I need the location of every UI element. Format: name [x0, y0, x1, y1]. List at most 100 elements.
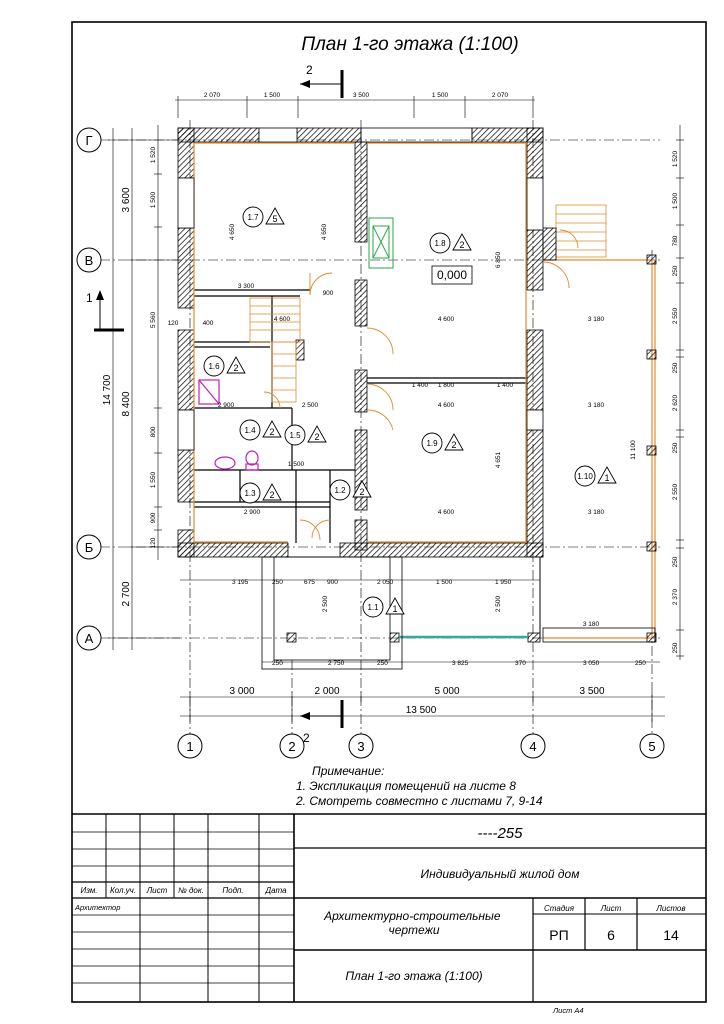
windows [177, 127, 544, 451]
dim-chain-bottom-labels: 3 195 250 675 900 2 050 1 500 1 950 250 … [229, 579, 646, 716]
axis-bubble-2 [279, 733, 305, 759]
section-mark-top: 2 [300, 63, 344, 98]
interior-partitions [194, 289, 527, 543]
sheet-format: Лист А4 [552, 1006, 584, 1015]
room-number: 1.2 [334, 486, 346, 495]
idim-6: 4 600 [274, 316, 291, 323]
room-tag-circle [421, 432, 443, 454]
toilet [245, 450, 259, 471]
axis-bubble-3 [348, 733, 374, 759]
level-mark-value: 0,000 [437, 268, 467, 282]
dim-bottom1-4: 2 050 [377, 579, 394, 586]
finish-mark-triangle [226, 356, 246, 374]
finish-mark-triangle [597, 466, 617, 484]
dim-chain-top-labels: 2 070 1 500 3 500 1 500 2 070 [204, 92, 509, 99]
stamp-header-5: Дата [264, 886, 287, 895]
sink [214, 456, 236, 470]
dim-left-small-4: 1 550 [150, 471, 157, 488]
dim-bottom3-0: 3 000 [229, 686, 254, 697]
axis-label-5: 5 [648, 739, 655, 754]
terrace-columns [286, 254, 657, 643]
stamp-header-4: Подп. [222, 886, 243, 895]
doors [263, 229, 579, 541]
stamp-header-3: № док. [178, 886, 204, 895]
stamp-header-1: Кол.уч. [110, 886, 136, 895]
idim-14: 1 500 [288, 461, 305, 468]
idim-24: 400 [203, 320, 214, 327]
dim-right-6: 2 620 [672, 394, 679, 411]
axis-label-2: 2 [288, 739, 295, 754]
finish-mark-triangle [262, 483, 282, 501]
room-tag-circle [429, 232, 451, 254]
room-tag-circle [329, 479, 351, 501]
axis-label-3: 3 [357, 739, 364, 754]
porch-outlines [261, 556, 656, 670]
idim-23: 900 [323, 290, 334, 297]
page-title: План 1-го этажа (1:100) [301, 34, 518, 55]
finish-mark-triangle [262, 420, 282, 438]
dim-bottom1-0: 3 195 [232, 579, 249, 586]
dim-bottom2-1: 2 750 [328, 660, 345, 667]
dim-bottom2-4: 370 [515, 660, 526, 667]
idim-11: 2 900 [218, 402, 235, 409]
room-number: 1.8 [434, 239, 446, 248]
notes: Примечание: 1. Экспликация помещений на … [295, 764, 543, 808]
dim-left-small-2: 5 560 [150, 311, 157, 328]
dim-right-4: 2 550 [672, 307, 679, 324]
stamp-sheet: 6 [607, 927, 615, 943]
dim-right-3: 250 [672, 265, 679, 276]
finish-mark-triangle [307, 425, 327, 443]
stamp-stage: РП [549, 927, 568, 943]
room-tag-circle [203, 355, 225, 377]
idim-10: 1 400 [497, 382, 514, 389]
room-number: 1.10 [577, 472, 593, 481]
dim-right-7: 250 [672, 442, 679, 453]
axis-bubble-5 [639, 733, 665, 759]
dim-bottom2-0: 250 [272, 660, 283, 667]
axis-bubble-a [76, 625, 102, 651]
finish-mark-number: 1 [604, 473, 609, 483]
room-number: 1.9 [426, 439, 438, 448]
dim-bottom2-5: 3 050 [583, 660, 600, 667]
note-2: 2. Смотреть совместно с листами 7, 9-14 [295, 794, 543, 808]
dim-bottom3-2: 5 000 [434, 686, 459, 697]
finish-mark-number: 2 [314, 432, 319, 442]
dim-right-8: 2 550 [672, 483, 679, 500]
finish-mark-number: 2 [359, 487, 364, 497]
section-mark-bottom-label: 2 [303, 731, 310, 745]
stamp-sheets: 14 [663, 927, 679, 943]
idim-3: 3 180 [588, 316, 605, 323]
idim-7: 3 180 [588, 509, 605, 516]
dim-right-2: 780 [672, 235, 679, 246]
finish-mark-number: 2 [451, 440, 456, 450]
interior-dim-labels: 3 300 4 600 4 600 3 180 4 600 3 180 4 60… [168, 223, 637, 628]
section-mark-bottom: 2 [300, 700, 344, 745]
entry-landing [542, 227, 557, 261]
dim-left-total: 14 700 [102, 374, 113, 405]
axis-label-1: 1 [186, 739, 193, 754]
room-tag-circle [574, 465, 596, 487]
finish-mark-number: 2 [459, 240, 464, 250]
notes-heading: Примечание: [312, 764, 384, 778]
dim-right-0: 1 520 [672, 150, 679, 167]
dim-right-11: 250 [672, 642, 679, 653]
room-tag-circle [242, 206, 264, 228]
axis-label-a: А [85, 631, 94, 646]
axis-bubble-1 [177, 733, 203, 759]
idim-15: 3 180 [583, 621, 600, 628]
idim-1: 4 600 [438, 316, 455, 323]
stove [368, 217, 394, 269]
shower [198, 379, 220, 405]
dim-bottom3-1: 2 000 [314, 686, 339, 697]
idim-16: 4 650 [229, 223, 236, 240]
interior-stair [249, 297, 301, 403]
idim-20: 11 100 [630, 440, 637, 460]
finish-mark-triangle [265, 207, 285, 225]
dim-bottom1-5: 1 500 [436, 579, 453, 586]
dim-bottom-total: 13 500 [406, 705, 437, 716]
dim-left-2: 2 700 [121, 581, 132, 606]
dim-right-1: 1 500 [672, 192, 679, 209]
idim-25: 120 [168, 320, 179, 327]
idim-5: 3 180 [588, 402, 605, 409]
